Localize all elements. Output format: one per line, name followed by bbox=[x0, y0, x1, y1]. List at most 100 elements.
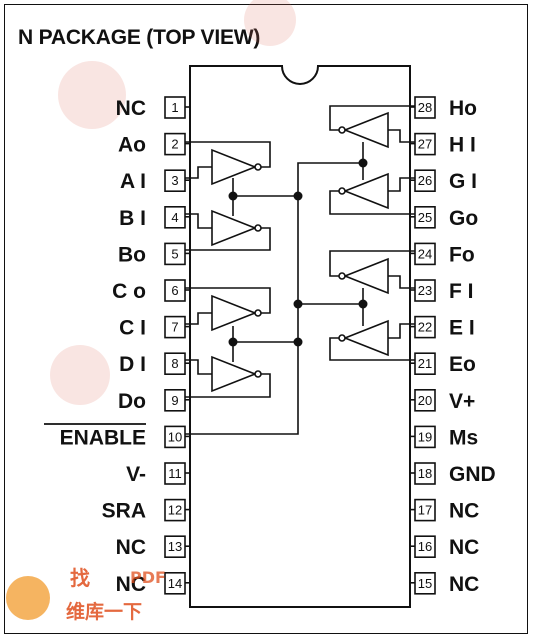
pin-number: 9 bbox=[171, 393, 178, 408]
internal-wiring bbox=[185, 105, 415, 435]
pin-label: NC bbox=[449, 500, 479, 523]
pin-11: 11 V- bbox=[126, 462, 190, 486]
pin-number-box bbox=[164, 498, 186, 522]
pin-number: 21 bbox=[418, 356, 432, 371]
pin-number-box bbox=[414, 388, 436, 412]
watermark bbox=[50, 0, 296, 405]
pin-label: SRA bbox=[102, 500, 146, 523]
pin-number-box bbox=[414, 571, 436, 595]
pin-number-box bbox=[414, 498, 436, 522]
pin-6: 6 C o bbox=[112, 279, 190, 303]
pin-number-box bbox=[164, 388, 186, 412]
pin-label: V- bbox=[126, 463, 146, 486]
pin-13: 13 NC bbox=[116, 535, 190, 559]
pin-label: V+ bbox=[449, 390, 475, 413]
pin-number-box bbox=[414, 206, 436, 229]
pin-label: Ao bbox=[118, 134, 146, 157]
pin-8: 8D I bbox=[119, 352, 190, 376]
pin-number: 23 bbox=[418, 283, 432, 298]
watermark-mascot-icon bbox=[6, 576, 50, 620]
watermark-text-3: 维库一下 bbox=[66, 600, 142, 623]
watermark-logo-1 bbox=[58, 61, 126, 129]
pin-number-box bbox=[164, 535, 186, 559]
pin-number-box bbox=[164, 571, 186, 595]
junction-dot bbox=[293, 299, 303, 309]
pin-label: NC bbox=[449, 536, 479, 559]
pin-number: 6 bbox=[171, 283, 178, 298]
pin-number: 11 bbox=[168, 466, 182, 481]
pin-number-box bbox=[414, 242, 436, 266]
pin-number: 7 bbox=[171, 320, 178, 335]
pin-number: 4 bbox=[171, 210, 178, 225]
pin-16: 16 NC bbox=[410, 535, 479, 559]
pin-3: 3A I bbox=[120, 169, 190, 193]
pin-number-box bbox=[164, 425, 186, 449]
pin-number-box bbox=[164, 462, 186, 485]
pin-number-box bbox=[414, 425, 436, 449]
pin-number: 17 bbox=[418, 503, 432, 518]
pin-1: 1NC bbox=[116, 96, 190, 120]
pin-number: 16 bbox=[418, 539, 432, 554]
pin-number-box bbox=[164, 96, 186, 119]
pin-number: 1 bbox=[171, 100, 178, 115]
pin-number: 25 bbox=[418, 210, 432, 225]
pin-number-box bbox=[414, 462, 436, 485]
pin-number: 19 bbox=[418, 429, 432, 444]
watermark-logo-2 bbox=[244, 0, 296, 46]
watermark-badge: 找 PDF 维库一下 bbox=[6, 566, 166, 623]
diagram-title: N PACKAGE (TOP VIEW) bbox=[18, 26, 261, 49]
junction-dot bbox=[358, 299, 368, 309]
pin-number-box bbox=[164, 132, 186, 156]
junction-dot bbox=[228, 337, 238, 347]
pin-number: 13 bbox=[168, 539, 182, 554]
pin-number: 24 bbox=[418, 246, 432, 261]
pin-number-box bbox=[414, 132, 436, 156]
junction-dot bbox=[293, 191, 303, 201]
watermark-logo-3 bbox=[50, 345, 110, 405]
pin-number-box bbox=[164, 279, 186, 302]
pin-number: 14 bbox=[168, 576, 182, 591]
pin-number: 28 bbox=[418, 100, 432, 115]
pin-number: 5 bbox=[171, 246, 178, 261]
pin-label: Bo bbox=[118, 243, 146, 266]
pin-5: 5 Bo bbox=[118, 242, 190, 266]
pin-20: 20 V+ bbox=[410, 388, 475, 413]
pin-label: A I bbox=[120, 170, 146, 193]
pin-number: 8 bbox=[171, 356, 178, 371]
pin-label: ENABLE bbox=[60, 426, 146, 449]
pin-7: 7 C I bbox=[119, 315, 190, 340]
pin-number-box bbox=[414, 535, 436, 559]
pin-number: 26 bbox=[418, 173, 432, 188]
pin-label: E I bbox=[449, 317, 475, 340]
pin-number: 20 bbox=[418, 393, 432, 408]
pin-label: Ms bbox=[449, 426, 478, 449]
pin-2: 2 Ao bbox=[118, 132, 190, 157]
pin-number-box bbox=[164, 242, 186, 266]
pin-number-box bbox=[164, 352, 186, 376]
pin-label: NC bbox=[449, 573, 479, 596]
pin-number: 2 bbox=[171, 137, 178, 152]
figure-border bbox=[4, 4, 528, 634]
pin-label: C I bbox=[119, 317, 146, 340]
pin-17: 17 NC bbox=[410, 498, 479, 523]
pin-label: H I bbox=[449, 134, 476, 157]
pin-number-box bbox=[414, 352, 436, 376]
pin-number-box bbox=[164, 315, 186, 339]
pin-label: GND bbox=[449, 463, 496, 486]
pin-label: G I bbox=[449, 170, 477, 193]
pin-label: C o bbox=[112, 280, 146, 303]
pin-9: 9Do bbox=[118, 388, 190, 413]
pin-label: NC bbox=[116, 536, 146, 559]
